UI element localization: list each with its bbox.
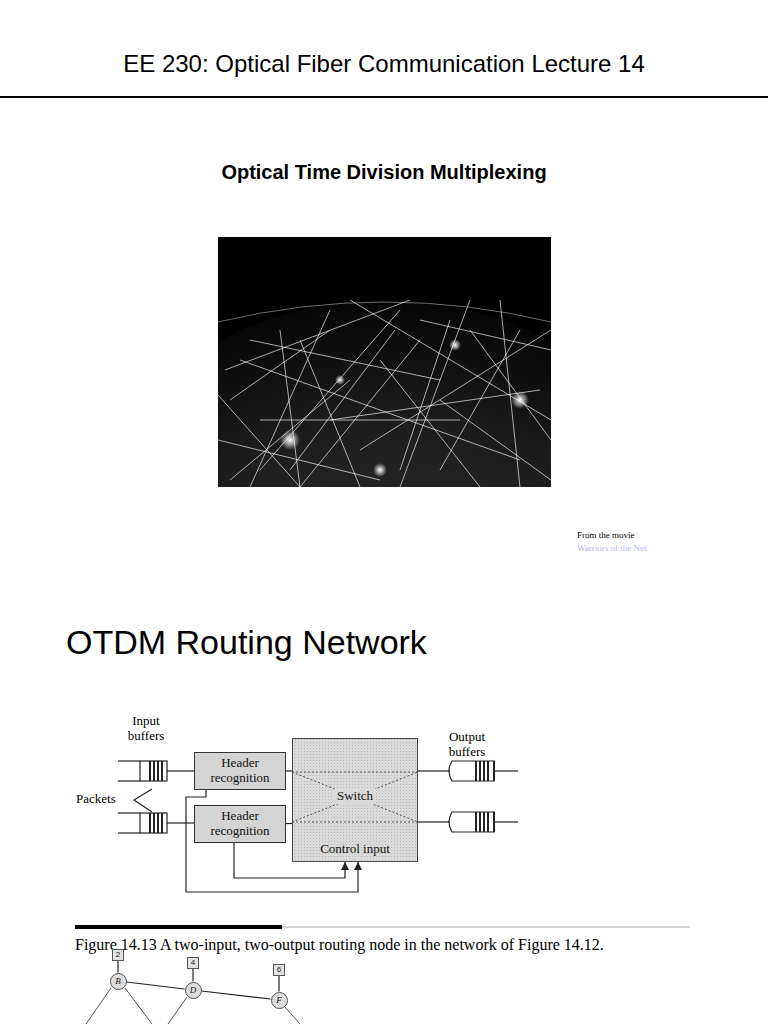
section-heading: Optical Time Division Multiplexing	[0, 160, 768, 184]
link-line	[278, 976, 279, 992]
packets-bracket	[134, 789, 152, 812]
input-pipe	[118, 832, 140, 833]
node-label: Control input	[320, 842, 390, 857]
control-arrow	[186, 790, 358, 892]
output-line	[418, 821, 450, 822]
port-square: 4	[187, 957, 199, 969]
input-pipe	[118, 780, 140, 781]
input-pipe	[118, 760, 140, 761]
switch-artwork	[292, 738, 418, 862]
buffer-stripes	[476, 812, 494, 832]
header-box: Header recognition	[194, 752, 286, 790]
node-circle: F	[271, 992, 288, 1009]
output-line	[418, 770, 450, 771]
slide-heading: OTDM Routing Network	[66, 622, 427, 663]
node-label: Switch	[334, 789, 376, 804]
port-square: 2	[112, 949, 124, 961]
link-line	[201, 991, 270, 999]
source-note: From the movie	[577, 530, 635, 541]
figure-caption: Figure 14.13 A two-input, two-output rou…	[75, 935, 604, 954]
input-pipe	[118, 812, 140, 813]
node-label: Header recognition	[199, 756, 281, 785]
light-spark	[511, 391, 529, 409]
switch-box: SwitchControl input	[292, 738, 418, 862]
light-spark	[449, 339, 461, 351]
title-rule	[0, 96, 768, 98]
node-label: 4	[191, 959, 195, 967]
part-label: Output buffers	[439, 730, 495, 760]
input-buffers	[118, 761, 195, 833]
link-line	[126, 982, 184, 989]
buffer-stripes	[150, 761, 162, 781]
output-line	[495, 821, 518, 822]
network-photo	[218, 237, 551, 487]
node-label: F	[276, 996, 282, 1005]
node-label: B	[115, 977, 121, 986]
buffer-symbol	[449, 812, 495, 832]
caption-bar	[75, 925, 282, 929]
slide-title: EE 230: Optical Fiber Communication Lect…	[0, 50, 768, 79]
buffer-symbol	[140, 761, 167, 781]
port-square: 6	[273, 964, 285, 976]
buffer-stripes	[476, 761, 494, 781]
light-trails	[218, 300, 551, 487]
node-label: 6	[277, 966, 281, 974]
output-buffers	[418, 761, 518, 832]
buffer-stripes	[150, 813, 162, 833]
node-label: 2	[116, 951, 120, 959]
input-line	[167, 822, 195, 823]
switch-paths	[292, 772, 418, 822]
globe-surface	[218, 300, 551, 487]
buffer-symbol	[140, 813, 167, 833]
light-spark	[335, 375, 345, 385]
node-circle: B	[110, 973, 127, 990]
buffer-symbol	[449, 761, 495, 781]
light-spark	[373, 463, 387, 477]
node-circle: D	[185, 982, 202, 999]
output-line	[495, 770, 518, 771]
part-label: Input buffers	[118, 714, 174, 744]
link-line	[117, 961, 118, 973]
header-box: Header recognition	[194, 805, 286, 843]
input-line	[167, 770, 195, 771]
switch-fill	[292, 738, 418, 862]
part-label: Packets	[76, 792, 116, 807]
caption-rule	[282, 927, 690, 928]
node-label: D	[190, 986, 197, 995]
node-label: Header recognition	[199, 809, 281, 838]
link-line	[192, 969, 193, 982]
light-spark	[280, 430, 300, 450]
source-link: Warriors of the Net	[577, 543, 647, 554]
